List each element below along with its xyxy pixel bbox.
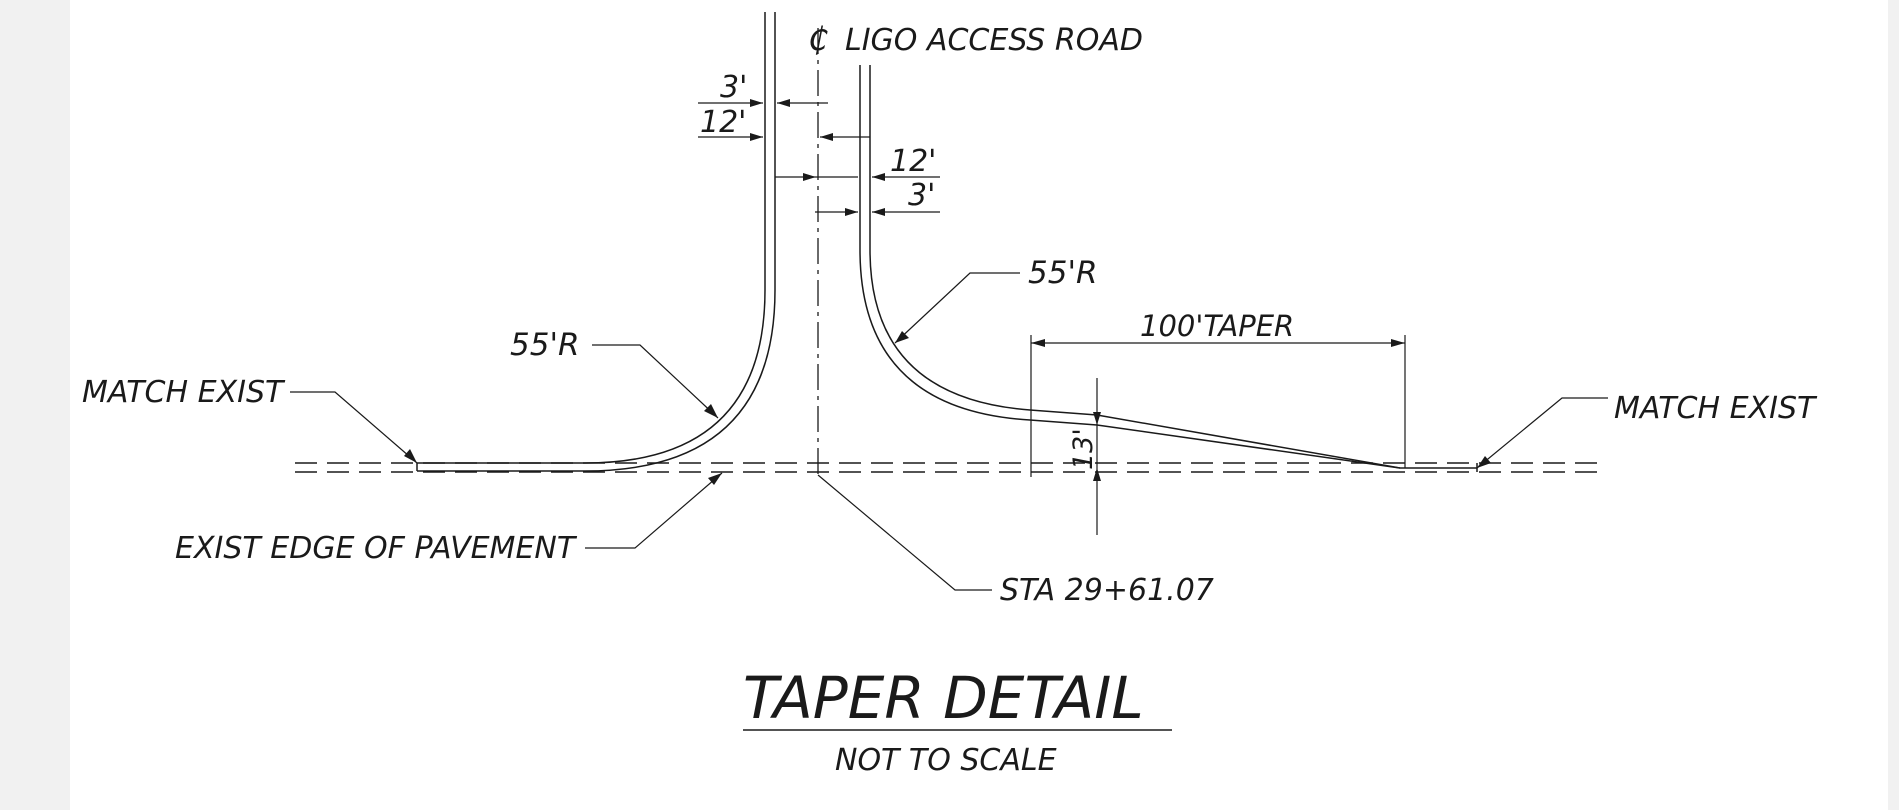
dim-right-12-label: 12' [890, 144, 936, 179]
right-scan-edge [1888, 0, 1899, 810]
access-road-label: LIGO ACCESS ROAD [845, 23, 1143, 58]
match-exist-left-label: MATCH EXIST [82, 375, 286, 410]
taper-dimension [1030, 335, 1406, 477]
dimension-right [775, 173, 940, 216]
right-road-edge [859, 65, 1478, 472]
existing-edge-of-pavement [295, 462, 1605, 473]
station-label: STA 29+61.07 [1000, 573, 1214, 608]
left-road-edge [416, 12, 776, 472]
dim-left-12-label: 12' [700, 105, 746, 140]
leader-lines [290, 272, 1608, 591]
dimension-left [698, 99, 870, 141]
radius-left-label: 55'R [510, 327, 580, 363]
dim-right-3-label: 3' [908, 178, 935, 213]
match-exist-right-label: MATCH EXIST [1614, 391, 1818, 426]
taper-label: 100'TAPER [1140, 309, 1294, 343]
dim-left-3-label: 3' [720, 70, 747, 105]
left-scan-edge [0, 0, 70, 810]
centerline-symbol: ₵ [808, 20, 828, 58]
exist-edge-label: EXIST EDGE OF PAVEMENT [175, 531, 578, 566]
drawing-subtitle: NOT TO SCALE [835, 743, 1057, 778]
offset-label: 13' [1068, 428, 1099, 470]
radius-right-label: 55'R [1028, 255, 1098, 291]
drawing-title: TAPER DETAIL [743, 664, 1144, 732]
offset-dimension [1093, 378, 1101, 535]
